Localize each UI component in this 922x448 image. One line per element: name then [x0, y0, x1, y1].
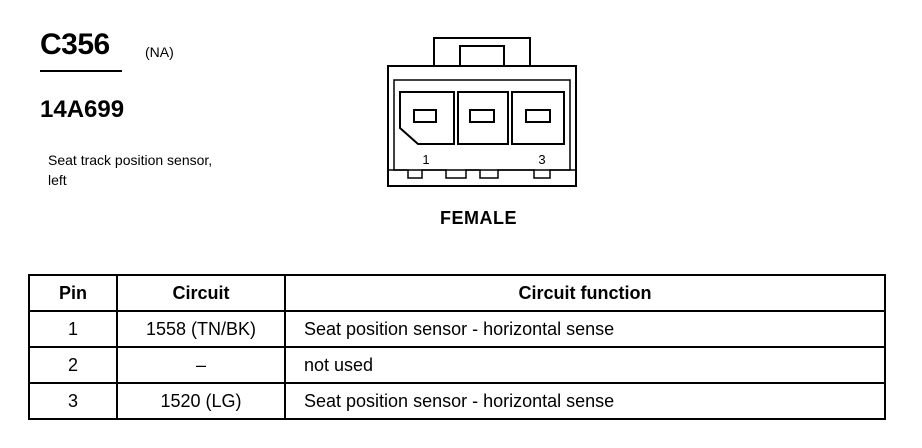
description-line-1: Seat track position sensor, — [48, 152, 213, 168]
part-number: 14A699 — [40, 96, 125, 123]
cavity-3-terminal — [525, 109, 551, 123]
header-circuit: Circuit — [116, 274, 286, 312]
description-line-2: left — [48, 172, 67, 188]
header-pin: Pin — [28, 274, 118, 312]
cavity-3 — [511, 91, 565, 145]
table-header-row: Pin Circuit Circuit function — [28, 274, 886, 312]
cell-pin: 2 — [28, 346, 118, 384]
pin-label-1: 1 — [422, 152, 429, 167]
connector-face-diagram: 1 3 — [387, 37, 577, 187]
pin-label-3: 3 — [538, 152, 545, 167]
connector-market: (NA) — [145, 44, 174, 60]
cavity-1 — [399, 91, 455, 145]
table-row: 1 1558 (TN/BK) Seat position sensor - ho… — [28, 310, 886, 348]
cell-circuit: 1558 (TN/BK) — [116, 310, 286, 348]
table-row: 3 1520 (LG) Seat position sensor - horiz… — [28, 382, 886, 420]
cavity-2 — [457, 91, 509, 145]
cavity-2-terminal — [469, 109, 495, 123]
cell-pin: 3 — [28, 382, 118, 420]
cell-circuit-function: not used — [284, 346, 886, 384]
cavity-1-terminal — [413, 109, 437, 123]
cell-circuit: 1520 (LG) — [116, 382, 286, 420]
latch-tab — [459, 45, 505, 67]
table-row: 2 – not used — [28, 346, 886, 384]
pin-table: Pin Circuit Circuit function 1 1558 (TN/… — [28, 274, 886, 420]
connector-description: Seat track position sensor, left — [48, 150, 278, 190]
connector-latch — [433, 37, 531, 66]
connector-gender-label: FEMALE — [440, 208, 517, 228]
cell-circuit-function: Seat position sensor - horizontal sense — [284, 310, 886, 348]
connector-id: C356 — [40, 28, 110, 61]
cell-circuit: – — [116, 346, 286, 384]
connector-bottom-rib — [388, 169, 576, 179]
connector-id-underline — [40, 70, 122, 72]
connector-housing — [387, 65, 577, 187]
cell-circuit-function: Seat position sensor - horizontal sense — [284, 382, 886, 420]
header-circuit-function: Circuit function — [284, 274, 886, 312]
cell-pin: 1 — [28, 310, 118, 348]
